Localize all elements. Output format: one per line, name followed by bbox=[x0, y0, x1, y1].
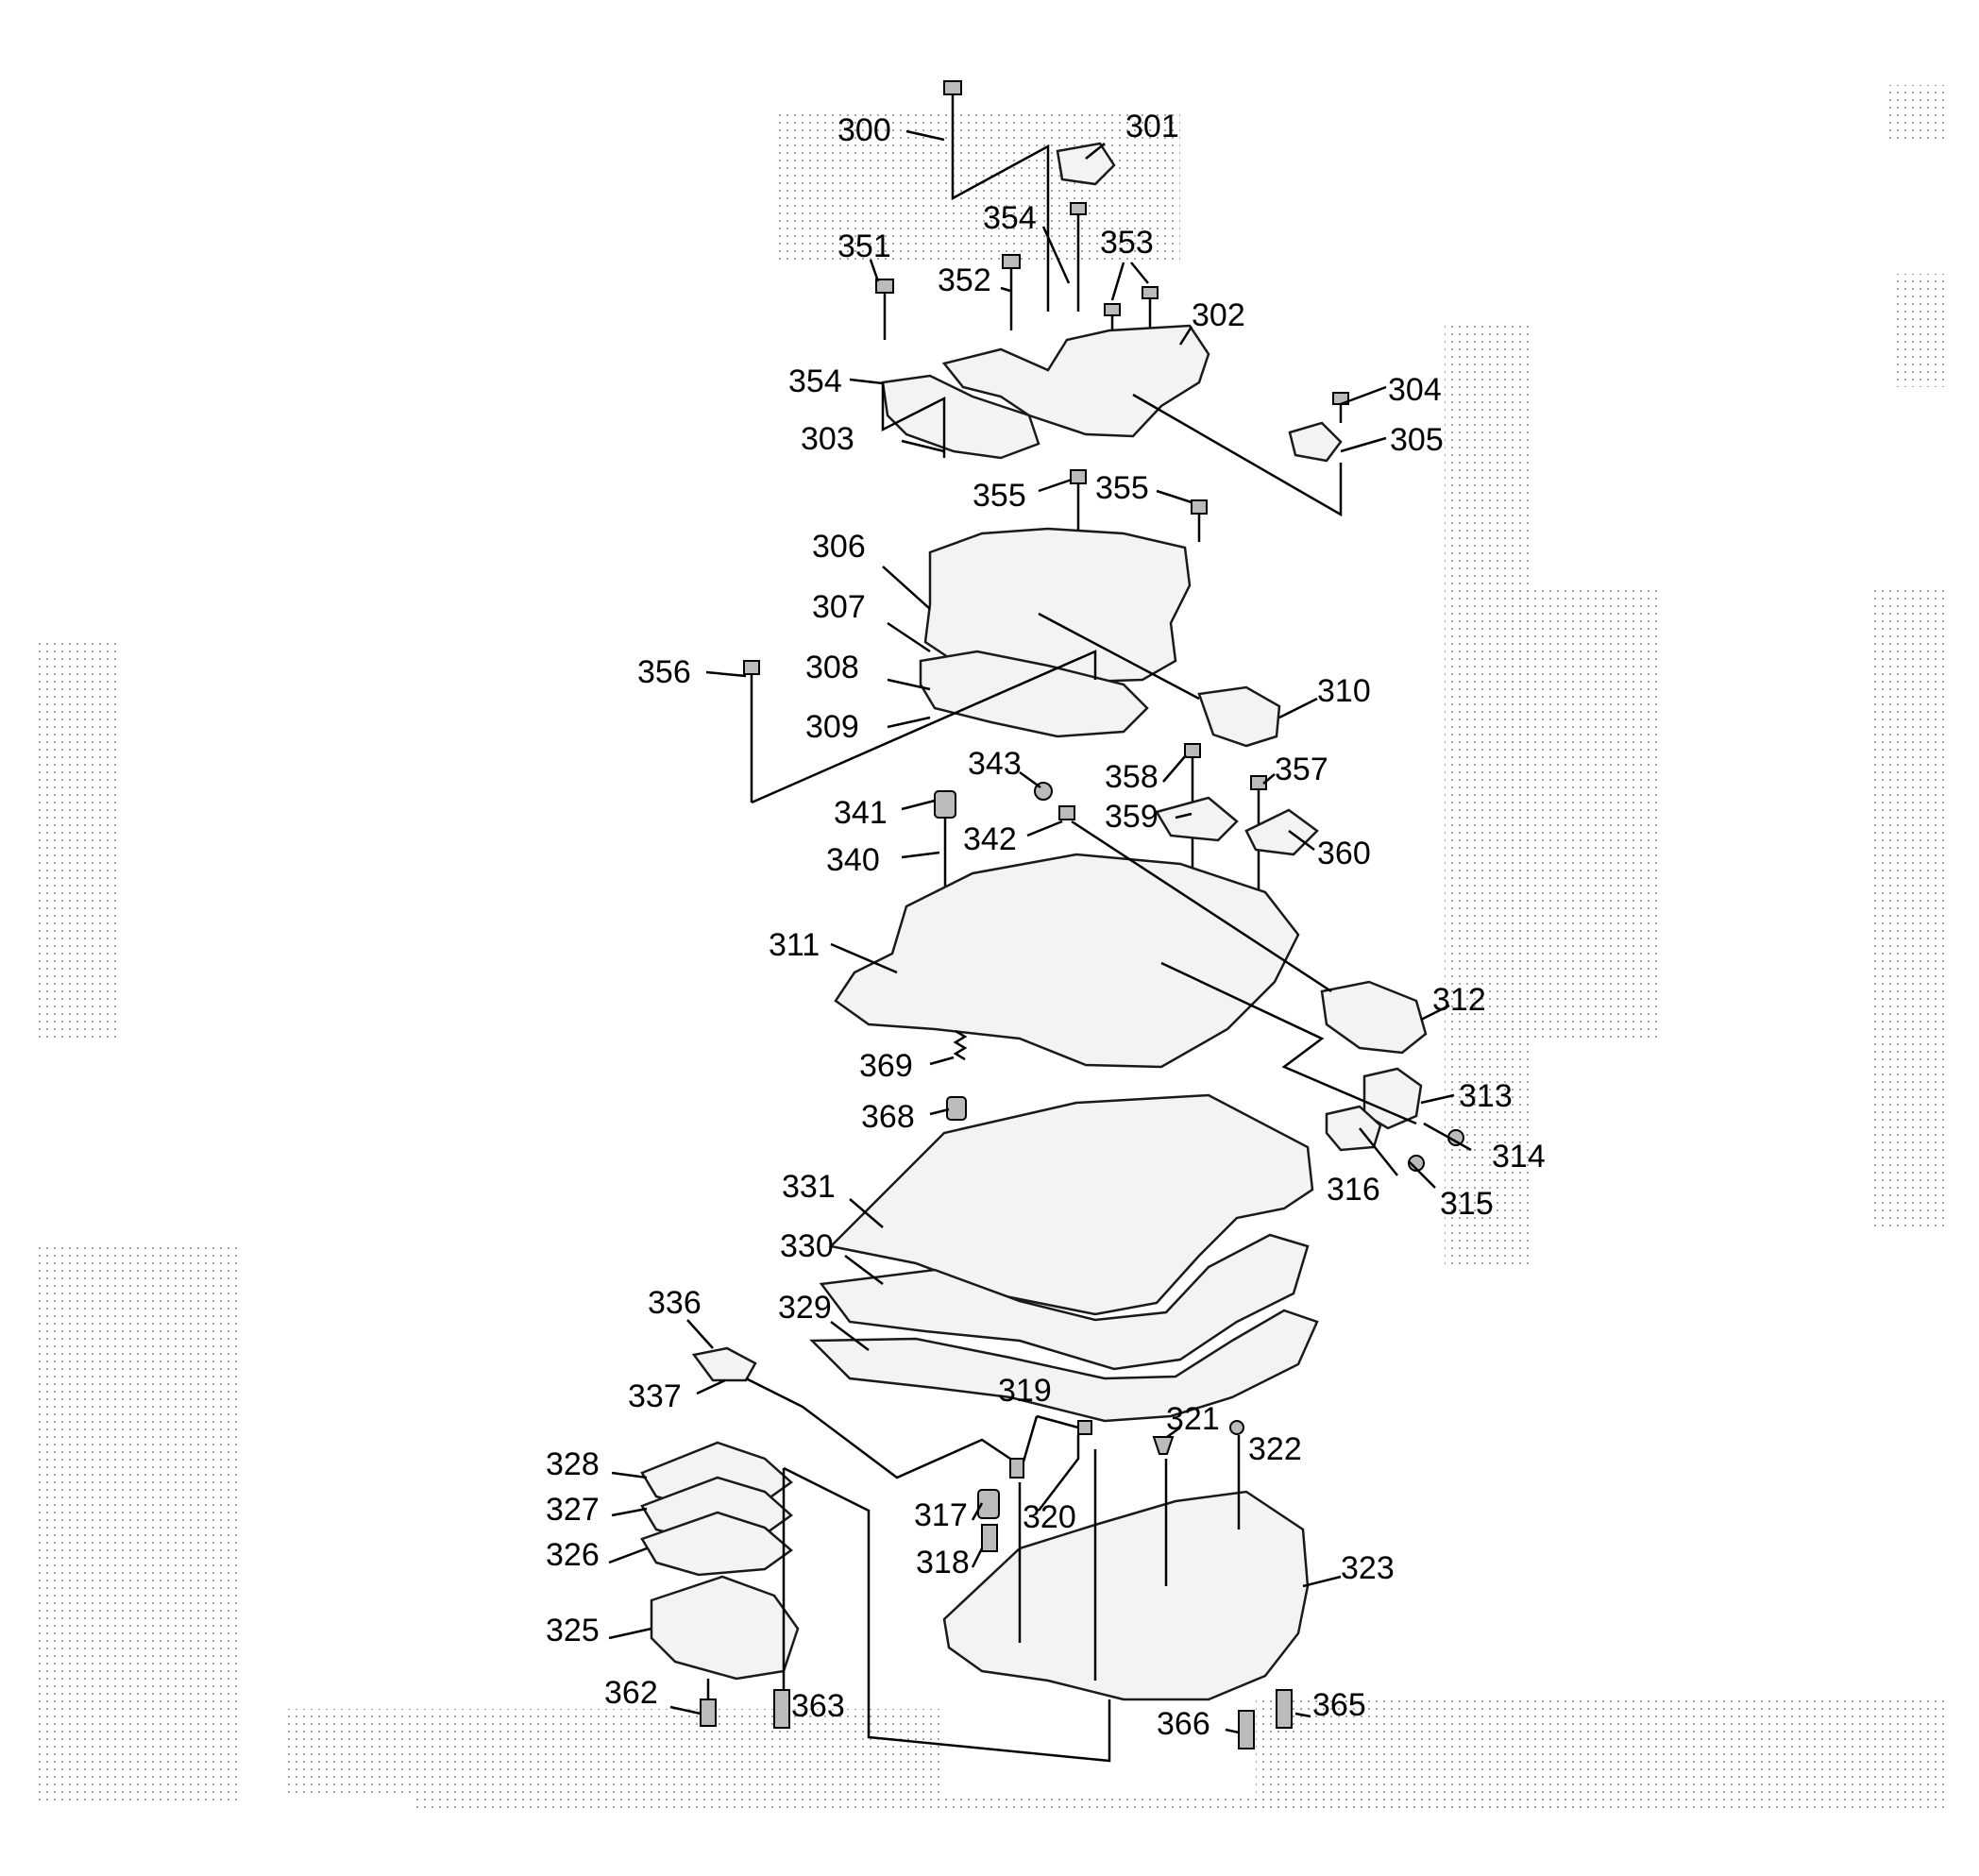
part-310-solenoid bbox=[1197, 685, 1281, 748]
part-323-valve-body bbox=[942, 1490, 1310, 1701]
part-319-320-317-318 bbox=[977, 1420, 1092, 1552]
callout-318: 318 bbox=[916, 1545, 970, 1580]
callout-337: 337 bbox=[628, 1378, 682, 1414]
part-306-valve-body bbox=[923, 527, 1192, 684]
callout-319: 319 bbox=[998, 1373, 1052, 1409]
part-356-bolt bbox=[743, 660, 760, 803]
part-343-342 bbox=[1034, 782, 1075, 820]
callout-305: 305 bbox=[1390, 422, 1444, 458]
callout-369: 369 bbox=[859, 1048, 913, 1084]
callout-353: 353 bbox=[1100, 225, 1154, 261]
callout-317: 317 bbox=[914, 1497, 968, 1533]
callout-300: 300 bbox=[837, 112, 891, 148]
part-304-bolt bbox=[1332, 392, 1349, 423]
callout-323: 323 bbox=[1341, 1550, 1395, 1586]
callout-365: 365 bbox=[1312, 1687, 1366, 1723]
part-360-bracket bbox=[1244, 808, 1319, 856]
halftone-background bbox=[33, 85, 1945, 1813]
part-351-bolt bbox=[875, 279, 894, 340]
callout-352: 352 bbox=[938, 262, 991, 298]
callout-322: 322 bbox=[1248, 1431, 1302, 1467]
callout-362: 362 bbox=[604, 1675, 658, 1711]
callout-341: 341 bbox=[834, 795, 888, 831]
callout-359: 359 bbox=[1105, 799, 1159, 835]
part-369-368-spring bbox=[946, 1029, 968, 1121]
part-354-bolt-upper bbox=[1070, 202, 1087, 312]
part-328-327-326-325-stack bbox=[640, 1441, 800, 1681]
callout-356: 356 bbox=[637, 654, 691, 690]
callout-357: 357 bbox=[1275, 752, 1328, 787]
callout-311: 311 bbox=[769, 927, 820, 963]
callout-314: 314 bbox=[1492, 1139, 1546, 1175]
callout-363: 363 bbox=[791, 1688, 845, 1724]
part-307-308-309-gaskets bbox=[919, 650, 1149, 738]
part-366-365-bolts bbox=[1238, 1689, 1293, 1749]
callout-355: 355 bbox=[973, 478, 1026, 514]
callout-354: 354 bbox=[983, 200, 1037, 236]
callout-368: 368 bbox=[861, 1099, 915, 1135]
callout-301: 301 bbox=[1125, 109, 1179, 144]
callout-313: 313 bbox=[1459, 1078, 1513, 1114]
part-302-cover bbox=[941, 324, 1210, 438]
callout-315: 315 bbox=[1440, 1186, 1494, 1222]
part-331-330-329-plates bbox=[809, 1093, 1319, 1423]
part-359-bracket bbox=[1155, 796, 1239, 842]
callout-342: 342 bbox=[963, 821, 1017, 857]
part-312-solenoid bbox=[1320, 980, 1428, 1055]
part-311-valve-body bbox=[834, 853, 1300, 1069]
callout-321: 321 bbox=[1166, 1401, 1220, 1437]
callout-320: 320 bbox=[1023, 1499, 1076, 1535]
part-305-clip bbox=[1288, 421, 1343, 463]
callout-326: 326 bbox=[546, 1537, 600, 1573]
part-336-337-pin bbox=[691, 1346, 803, 1409]
callout-336: 336 bbox=[648, 1285, 702, 1321]
callout-351: 351 bbox=[837, 228, 891, 264]
callout-302: 302 bbox=[1192, 297, 1245, 333]
part-321-322 bbox=[1152, 1420, 1244, 1455]
callout-328: 328 bbox=[546, 1446, 600, 1482]
callout-312: 312 bbox=[1432, 982, 1486, 1018]
leader-lines bbox=[608, 129, 1472, 1763]
callout-316: 316 bbox=[1327, 1172, 1380, 1208]
callout-307: 307 bbox=[812, 589, 866, 625]
part-300-bolt bbox=[943, 80, 962, 165]
callout-308: 308 bbox=[805, 650, 859, 685]
callout-354: 354 bbox=[788, 363, 842, 399]
callout-340: 340 bbox=[826, 842, 880, 878]
callout-330: 330 bbox=[780, 1228, 834, 1264]
callout-303: 303 bbox=[801, 421, 854, 457]
callout-labels: 300 301 354 353 351 352 302 354 304 303 … bbox=[546, 109, 1546, 1742]
callout-366: 366 bbox=[1157, 1706, 1210, 1742]
part-352-bolt bbox=[1002, 254, 1021, 330]
callout-358: 358 bbox=[1105, 759, 1159, 795]
callout-304: 304 bbox=[1388, 372, 1442, 408]
callout-325: 325 bbox=[546, 1613, 600, 1648]
callout-331: 331 bbox=[782, 1169, 836, 1205]
callout-355: 355 bbox=[1095, 470, 1149, 506]
callout-306: 306 bbox=[812, 529, 866, 565]
callout-343: 343 bbox=[968, 746, 1022, 782]
part-355-bolts bbox=[1070, 469, 1208, 542]
callout-327: 327 bbox=[546, 1492, 600, 1528]
callout-310: 310 bbox=[1317, 673, 1371, 709]
callout-329: 329 bbox=[778, 1290, 832, 1326]
callout-360: 360 bbox=[1317, 836, 1371, 871]
part-314-315-bolts bbox=[1408, 1129, 1464, 1172]
callout-309: 309 bbox=[805, 709, 859, 745]
part-303-plate bbox=[881, 374, 1040, 460]
part-301-bracket bbox=[1056, 142, 1116, 186]
